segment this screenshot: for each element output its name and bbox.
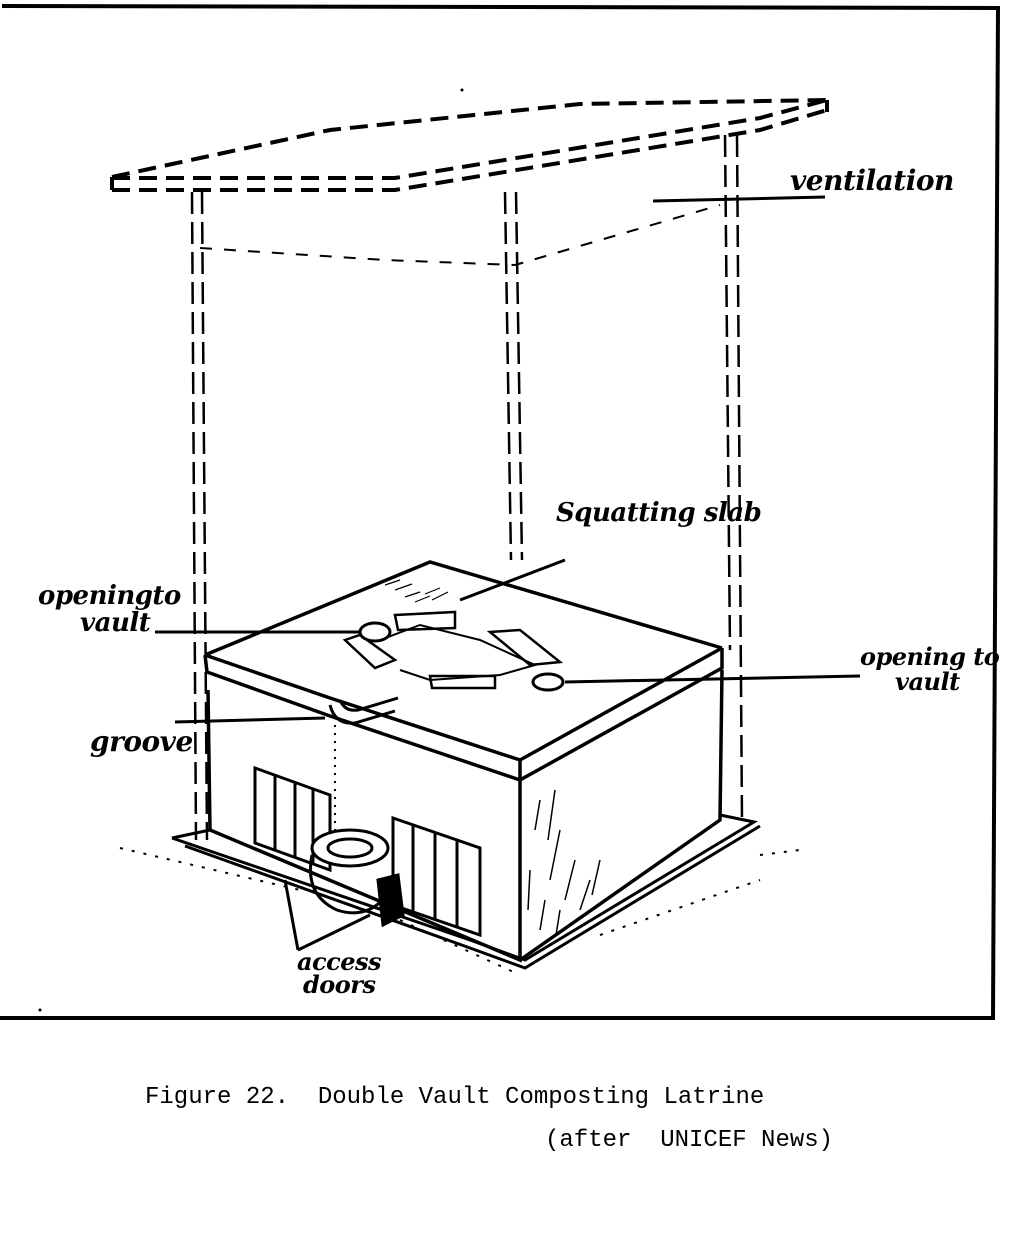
- roof: [110, 98, 829, 192]
- label-groove: groove: [90, 725, 193, 758]
- label-opening-left-1: openingto: [38, 581, 181, 611]
- ground: [119, 847, 801, 976]
- squatting-slab: [203, 560, 724, 782]
- latrine-illustration: ventilation Squatting slab openingto vau…: [0, 4, 1001, 1020]
- groove: [328, 696, 399, 725]
- plinth: [171, 813, 761, 970]
- posts: [190, 134, 744, 841]
- ventilation-gap: [199, 204, 721, 267]
- label-opening-right-2: vault: [895, 667, 960, 696]
- vault-openings: [358, 621, 565, 692]
- leader-lines: [155, 195, 861, 952]
- label-squatting-slab: Squatting slab: [556, 498, 762, 528]
- label-opening-right-1: opening to: [860, 642, 1000, 671]
- shading: [527, 789, 601, 936]
- footrests: [342, 610, 564, 690]
- figure-frame: [0, 4, 1001, 1020]
- slab-texture: [384, 579, 449, 603]
- vault-box: [206, 669, 724, 963]
- label-access-1: access: [297, 947, 382, 976]
- label-opening-left-2: vault: [80, 608, 151, 638]
- compost-pot: [308, 828, 405, 928]
- label-access-2: doors: [303, 970, 376, 999]
- figure-caption: Figure 22. Double Vault Composting Latri…: [145, 1084, 765, 1111]
- slab-centre: [379, 623, 538, 682]
- figure-credit: (after UNICEF News): [545, 1127, 834, 1154]
- label-ventilation: ventilation: [790, 164, 954, 197]
